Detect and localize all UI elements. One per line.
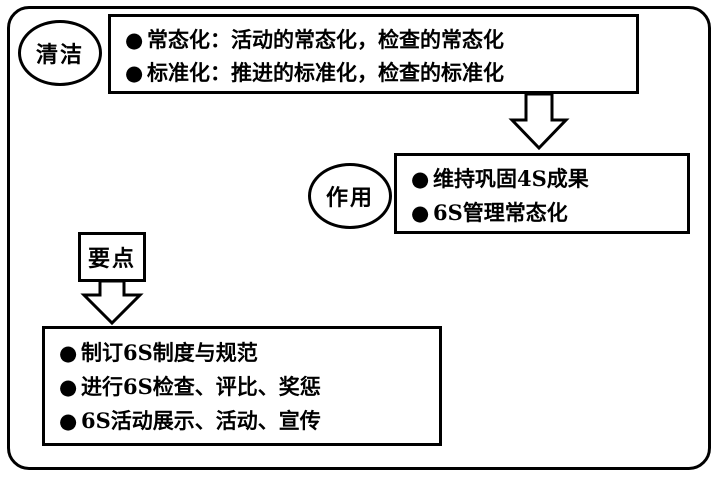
outer-frame <box>7 6 711 470</box>
clean-label: 清洁 <box>35 42 84 68</box>
keypoints-item-text: 6S活动展示、活动、宣传 <box>81 408 321 433</box>
keypoints-label-box: 要点 <box>78 232 146 282</box>
effect-content-box: ●维持巩固4S成果 ●6S管理常态化 <box>394 153 690 234</box>
bullet-icon: ● <box>125 60 144 85</box>
clean-item-text: 标准化：推进的标准化，检查的标准化 <box>147 60 504 85</box>
keypoints-item-1: ●制订6S制度与规范 <box>59 340 258 366</box>
effect-item-2: ●6S管理常态化 <box>411 200 568 226</box>
bullet-icon: ● <box>59 408 78 433</box>
effect-item-1: ●维持巩固4S成果 <box>411 166 589 192</box>
keypoints-item-text: 进行6S检查、评比、奖惩 <box>81 374 321 399</box>
effect-label: 作用 <box>325 185 374 211</box>
clean-item-text: 常态化：活动的常态化，检查的常态化 <box>147 27 504 52</box>
clean-item-2: ●标准化：推进的标准化，检查的标准化 <box>125 60 504 86</box>
effect-label-circle: 作用 <box>308 163 392 229</box>
clean-content-box: ●常态化：活动的常态化，检查的常态化 ●标准化：推进的标准化，检查的标准化 <box>108 14 639 94</box>
keypoints-label: 要点 <box>87 246 136 272</box>
clean-label-circle: 清洁 <box>18 20 102 86</box>
keypoints-content-box: ●制订6S制度与规范 ●进行6S检查、评比、奖惩 ●6S活动展示、活动、宣传 <box>42 326 442 446</box>
bullet-icon: ● <box>125 27 144 52</box>
down-arrow-icon <box>508 92 570 151</box>
keypoints-item-3: ●6S活动展示、活动、宣传 <box>59 408 321 434</box>
keypoints-item-2: ●进行6S检查、评比、奖惩 <box>59 374 321 400</box>
bullet-icon: ● <box>411 200 430 225</box>
bullet-icon: ● <box>411 166 430 191</box>
effect-item-text: 6S管理常态化 <box>433 200 568 225</box>
bullet-icon: ● <box>59 374 78 399</box>
bullet-icon: ● <box>59 340 78 365</box>
down-arrow-icon <box>80 279 144 326</box>
clean-item-1: ●常态化：活动的常态化，检查的常态化 <box>125 27 504 53</box>
effect-item-text: 维持巩固4S成果 <box>433 166 589 191</box>
keypoints-item-text: 制订6S制度与规范 <box>81 340 258 365</box>
